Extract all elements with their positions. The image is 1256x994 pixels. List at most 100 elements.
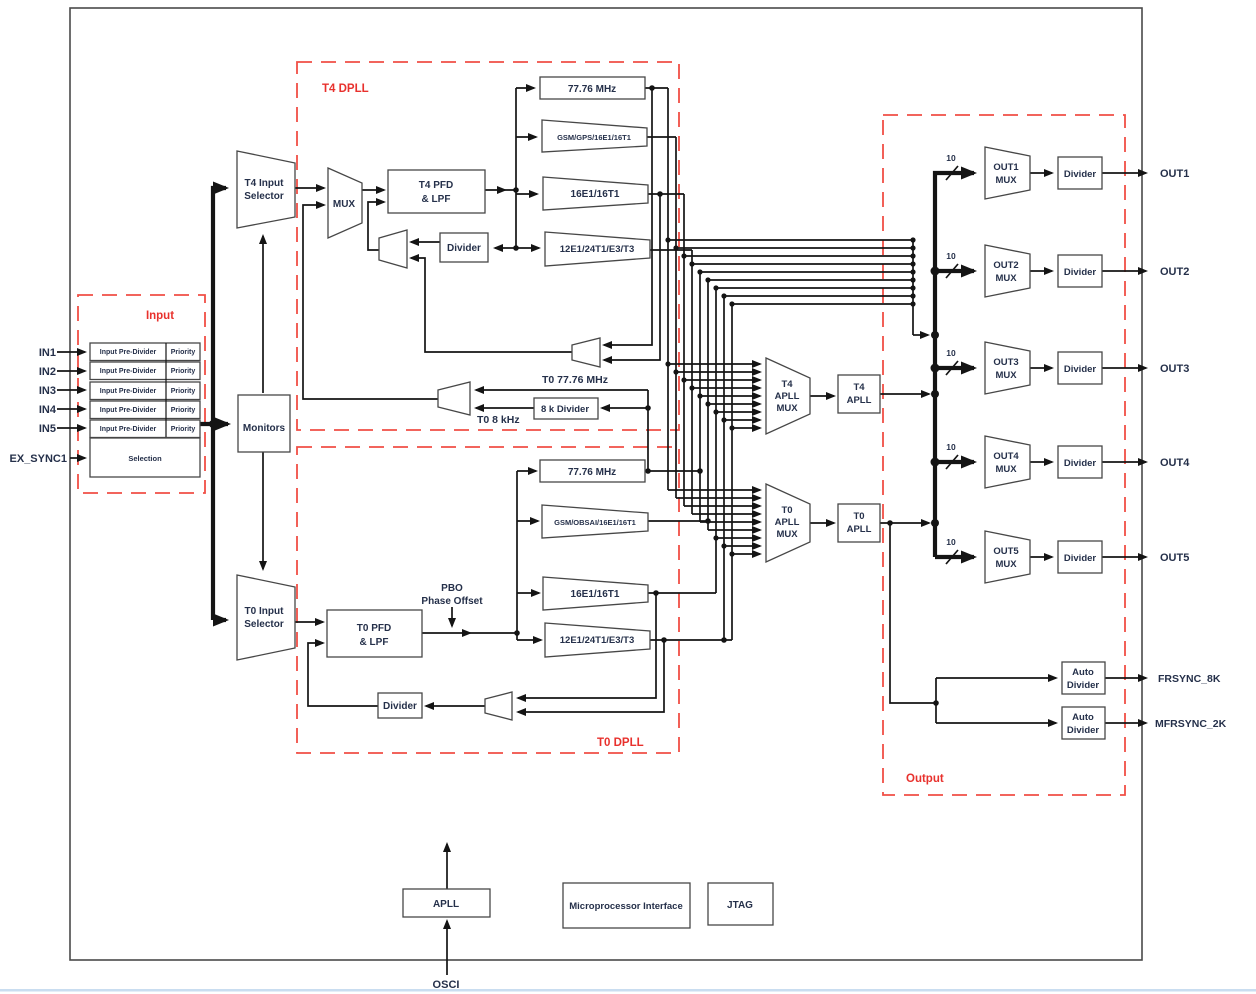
t4-apll-label-2: APLL <box>847 395 872 406</box>
out5-mux-label-2: MUX <box>995 559 1017 570</box>
t4-16e1-path-shape <box>542 176 649 211</box>
pin-out3-label: OUT3 <box>1160 363 1189 375</box>
pin-out5-label: OUT5 <box>1160 552 1189 564</box>
auto-divider2-label-2: Divider <box>1067 725 1100 736</box>
t4-pfd-label-2: & LPF <box>422 194 451 205</box>
out2-mux-label-2: MUX <box>995 273 1017 284</box>
priority-label-5: Priority <box>171 426 196 433</box>
t0-gsm-label: GSM/OBSAI/16E1/16T1 <box>554 518 636 527</box>
pin-out2-label: OUT2 <box>1160 266 1189 278</box>
out1-divider-label: Divider <box>1064 169 1097 180</box>
8k-divider-box <box>533 397 599 420</box>
t4-feedback-mux-shape <box>378 229 408 269</box>
out2-mux-label-1: OUT2 <box>993 260 1018 271</box>
pin-in1-label: IN1 <box>39 347 56 359</box>
junction-dots <box>209 85 940 706</box>
out4-mux-label-2: MUX <box>995 464 1017 475</box>
t0-apll-mux-shape <box>765 482 811 564</box>
jtag-label: JTAG <box>727 900 753 911</box>
frame-sync-feed-wire <box>889 523 937 723</box>
out1-mux-shape <box>984 146 1031 200</box>
t0-divider-box <box>377 692 423 719</box>
t0-apll-label-2: APLL <box>847 524 872 535</box>
t0-dpll-group-title: T0 DPLL <box>597 737 644 749</box>
t4-feedback-to-pfd-wire <box>367 198 386 251</box>
t4-divider-box <box>439 232 489 263</box>
out2-divider-label: Divider <box>1064 267 1097 278</box>
auto-divider2-box <box>1061 706 1106 740</box>
out4-mux-shape <box>984 435 1031 489</box>
out3-mux-label-2: MUX <box>995 370 1017 381</box>
out1-mux-label-2: MUX <box>995 175 1017 186</box>
output-bus-to-out1 <box>932 166 977 557</box>
pin-in2-label: IN2 <box>39 366 56 378</box>
t0-crossfeed-to-mux-wire <box>302 201 438 400</box>
priority-label-3: Priority <box>171 388 196 395</box>
out2-divider-box <box>1057 254 1103 288</box>
t0-selector-label-1: T0 Input <box>245 606 285 617</box>
wiring <box>57 84 1148 975</box>
group-boxes <box>77 61 1126 796</box>
pin-ex-sync1-label: EX_SYNC1 <box>10 453 67 465</box>
t0-divider-to-pfd-wire <box>307 639 378 707</box>
out5-mux-label-1: OUT5 <box>993 546 1019 557</box>
auto-divider1-label-1: Auto <box>1072 667 1094 678</box>
t4-mux-shape <box>327 167 363 239</box>
pin-osci-label: OSCI <box>433 979 460 991</box>
t0-feedback-mux-shape <box>484 691 513 721</box>
t0-input-selector-shape <box>236 574 296 661</box>
t4-7776-to-crossmux-wire <box>602 88 653 349</box>
t4-16e1-label: 16E1/16T1 <box>571 189 620 200</box>
pre-divider-label-1: Input Pre-Divider <box>100 349 157 356</box>
out1-mux-label-1: OUT1 <box>993 162 1019 173</box>
t4-pfd-lpf-box <box>387 169 486 214</box>
pin-frsync-label: FRSYNC_8K <box>1158 673 1221 685</box>
t4-7776-label: 77.76 MHz <box>568 84 616 95</box>
t0-12e1-label: 12E1/24T1/E3/T3 <box>560 635 634 646</box>
t4-apll-mux-shape <box>765 356 811 436</box>
t4-apll-label-1: T4 <box>853 382 865 393</box>
priority-label-4: Priority <box>171 407 196 414</box>
t4-crossmux-to-fbmux-wire <box>409 254 572 353</box>
out3-divider-box <box>1057 351 1103 385</box>
pbo-label-2: Phase Offset <box>421 596 483 607</box>
8k-divider-label: 8 k Divider <box>541 404 589 415</box>
output-group-box <box>882 114 1126 796</box>
out3-mux-shape <box>984 341 1031 395</box>
pin-out1-label: OUT1 <box>1160 168 1189 180</box>
auto-divider2-label-1: Auto <box>1072 712 1094 723</box>
t0-path-output-stubs <box>645 390 724 641</box>
input-pre-divider-row-4 <box>89 400 201 420</box>
pre-divider-label-4: Input Pre-Divider <box>100 407 157 414</box>
t4-16e1-to-crossmux-wire <box>602 194 661 364</box>
t4-input-selector-shape <box>236 150 296 229</box>
monitors-box <box>237 394 291 453</box>
chip-outer-border <box>69 7 1143 961</box>
osc-apll-box <box>402 888 491 918</box>
selection-box <box>89 437 201 478</box>
pin-out4-label: OUT4 <box>1160 457 1190 469</box>
auto-divider1-label-2: Divider <box>1067 680 1100 691</box>
out5-divider-box <box>1057 540 1103 574</box>
out5-bus-width: 10 <box>946 537 956 547</box>
priority-label-1: Priority <box>171 349 196 356</box>
out4-mux-label-1: OUT4 <box>993 451 1019 462</box>
t4-pfd-label-1: T4 PFD <box>419 180 453 191</box>
input-pre-divider-row-2 <box>89 361 201 381</box>
t4-dpll-group-title: T4 DPLL <box>322 83 369 95</box>
input-group-title: Input <box>146 310 174 322</box>
out1-bus-width: 10 <box>946 153 956 163</box>
priority-label-2: Priority <box>171 368 196 375</box>
jtag-box <box>707 882 774 926</box>
out3-divider-label: Divider <box>1064 364 1097 375</box>
t4-dco-distribution-wire <box>505 88 517 248</box>
t0-selector-label-2: Selector <box>244 619 284 630</box>
t0-apll-mux-label-1: T0 <box>781 505 792 516</box>
labels: IN1 IN2 IN3 IN4 IN5 EX_SYNC1 Input T4 DP… <box>10 83 1227 991</box>
pin-in4-label: IN4 <box>39 404 57 416</box>
t0-divider-label: Divider <box>383 701 417 712</box>
t0-apll-mux-label-3: MUX <box>776 529 798 540</box>
input-group-box <box>77 294 206 494</box>
